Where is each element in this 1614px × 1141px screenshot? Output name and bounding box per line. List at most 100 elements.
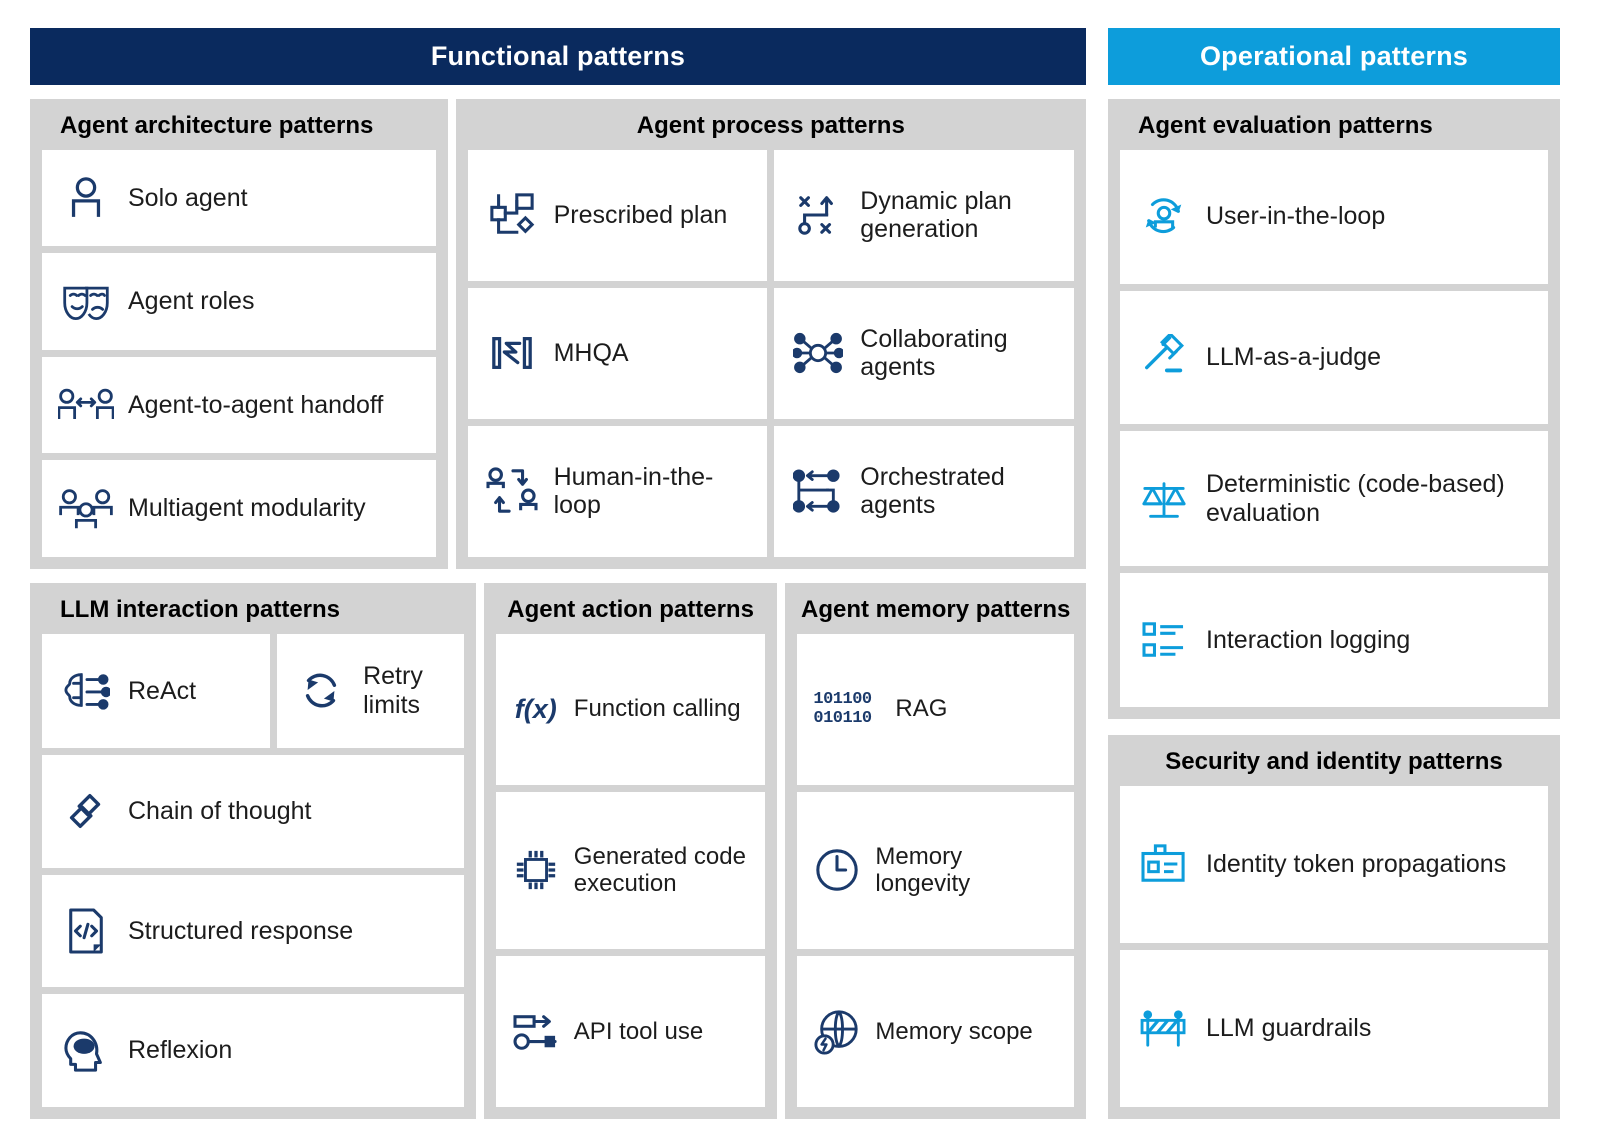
card-memory-scope[interactable]: Memory scope xyxy=(797,956,1074,1107)
brackets-zigzag-icon xyxy=(484,325,540,381)
process-row-3: Human-in-the-loop xyxy=(467,425,1074,558)
card-label: Interaction logging xyxy=(1206,625,1411,654)
card-label: Solo agent xyxy=(128,183,248,212)
card-agent-to-agent-handoff[interactable]: Agent-to-agent handoff xyxy=(42,356,436,454)
panel-body-agent-architecture: Solo agent xyxy=(42,149,436,557)
barrier-icon xyxy=(1136,1000,1192,1056)
network-nodes-icon xyxy=(790,325,846,381)
card-label: Structured response xyxy=(128,916,354,945)
panel-body-agent-memory: 101100 010110 RAG Memory longevity xyxy=(797,633,1074,1107)
panel-agent-evaluation: Agent evaluation patterns User-in-the-lo… xyxy=(1108,99,1560,719)
panel-agent-process: Agent process patterns xyxy=(455,99,1086,569)
binary-digits-icon: 101100 010110 xyxy=(813,685,881,733)
card-label: RAG xyxy=(895,695,948,723)
card-prescribed-plan[interactable]: Prescribed plan xyxy=(467,149,768,281)
fx-icon: f(x) xyxy=(512,685,560,733)
scales-balance-icon xyxy=(1136,471,1192,527)
panel-body-llm-interaction: ReAct Retry limits xyxy=(42,633,464,1107)
card-generated-code-execution[interactable]: Generated code execution xyxy=(495,791,766,950)
person-icon xyxy=(58,170,114,226)
card-function-calling[interactable]: f(x) Function calling xyxy=(495,633,766,785)
card-dynamic-plan-generation[interactable]: Dynamic plan generation xyxy=(774,149,1074,281)
orchestration-nodes-icon xyxy=(790,463,846,519)
flowchart-icon xyxy=(484,187,540,243)
card-label: Chain of thought xyxy=(128,796,312,825)
card-solo-agent[interactable]: Solo agent xyxy=(42,149,436,247)
panel-title-agent-action: Agent action patterns xyxy=(507,596,754,623)
two-people-exchange-icon xyxy=(58,377,114,433)
panel-title-security-identity: Security and identity patterns xyxy=(1165,748,1503,775)
card-agent-roles[interactable]: Agent roles xyxy=(42,253,436,350)
three-people-icon xyxy=(58,481,114,537)
card-label: API tool use xyxy=(573,1017,704,1045)
card-reflexion[interactable]: Reflexion xyxy=(42,994,464,1107)
branching-arrow-icon xyxy=(790,187,846,243)
card-label: Multiagent modularity xyxy=(128,494,366,523)
chain-link-icon xyxy=(58,783,114,839)
functional-top-row: Agent architecture patterns Solo agent xyxy=(30,99,1086,569)
refresh-cycle-icon xyxy=(293,663,349,719)
card-label: Function calling xyxy=(573,695,741,723)
card-human-in-the-loop[interactable]: Human-in-the-loop xyxy=(467,425,768,558)
panel-agent-memory: Agent memory patterns 101100 010110 RAG xyxy=(785,583,1086,1119)
panel-body-agent-evaluation: User-in-the-loop LLM-as-a-judge xyxy=(1120,149,1548,707)
functional-bottom-row: LLM interaction patterns xyxy=(30,583,1086,1119)
panel-title-agent-architecture: Agent architecture patterns xyxy=(60,112,374,139)
theater-masks-icon xyxy=(58,274,114,330)
card-label: Orchestrated agents xyxy=(860,462,1005,520)
card-structured-response[interactable]: Structured response xyxy=(42,874,464,988)
card-collaborating-agents[interactable]: Collaborating agents xyxy=(774,287,1074,419)
llm-row-1: ReAct Retry limits xyxy=(42,633,464,749)
functional-column: Functional patterns Agent architecture p… xyxy=(30,28,1086,1119)
card-label: Deterministic (code-based) evaluation xyxy=(1206,470,1505,527)
card-rag[interactable]: 101100 010110 RAG xyxy=(797,633,1074,785)
list-log-icon xyxy=(1136,612,1192,668)
card-multiagent-modularity[interactable]: Multiagent modularity xyxy=(42,460,436,557)
panel-title-agent-evaluation: Agent evaluation patterns xyxy=(1138,112,1433,139)
panel-security-identity: Security and identity patterns Identity … xyxy=(1108,735,1560,1119)
card-api-tool-use[interactable]: API tool use xyxy=(495,956,766,1107)
panel-title-llm-interaction: LLM interaction patterns xyxy=(60,596,341,623)
gavel-icon xyxy=(1136,329,1192,385)
card-identity-token-propagations[interactable]: Identity token propagations xyxy=(1120,785,1548,943)
card-chain-of-thought[interactable]: Chain of thought xyxy=(42,755,464,868)
card-user-in-the-loop[interactable]: User-in-the-loop xyxy=(1120,149,1548,284)
globe-bolt-icon xyxy=(813,1008,861,1056)
card-label: Retry limits xyxy=(363,662,423,719)
panel-body-security-identity: Identity token propagations LLM guardrai… xyxy=(1120,785,1548,1107)
card-llm-as-a-judge[interactable]: LLM-as-a-judge xyxy=(1120,290,1548,425)
card-label: Human-in-the-loop xyxy=(553,462,714,520)
process-row-2: MHQA xyxy=(467,287,1074,419)
card-retry-limits[interactable]: Retry limits xyxy=(277,633,464,749)
code-document-icon xyxy=(58,903,114,959)
card-label: Dynamic plan generation xyxy=(860,186,1012,244)
panel-body-agent-action: f(x) Function calling xyxy=(495,633,766,1107)
process-row-1: Prescribed plan Dyna xyxy=(467,149,1074,281)
card-label: User-in-the-loop xyxy=(1206,202,1386,231)
head-brain-icon xyxy=(58,1023,114,1079)
card-interaction-logging[interactable]: Interaction logging xyxy=(1120,573,1548,707)
card-deterministic-evaluation[interactable]: Deterministic (code-based) evaluation xyxy=(1120,431,1548,567)
panel-title-agent-memory: Agent memory patterns xyxy=(801,596,1071,623)
brain-circuit-icon xyxy=(58,663,114,719)
panel-agent-action: Agent action patterns f(x) Function call… xyxy=(483,583,778,1119)
card-label: Collaborating agents xyxy=(860,324,1008,382)
card-label: LLM-as-a-judge xyxy=(1206,342,1382,371)
panel-body-agent-process: Prescribed plan Dyna xyxy=(467,149,1074,558)
card-mhqa[interactable]: MHQA xyxy=(467,287,768,419)
card-label: Agent-to-agent handoff xyxy=(128,390,384,419)
panel-title-agent-process: Agent process patterns xyxy=(636,112,905,139)
card-react[interactable]: ReAct xyxy=(42,633,271,749)
card-label: Reflexion xyxy=(128,1036,233,1065)
card-orchestrated-agents[interactable]: Orchestrated agents xyxy=(774,425,1074,558)
card-memory-longevity[interactable]: Memory longevity xyxy=(797,791,1074,950)
card-label: Agent roles xyxy=(128,287,255,316)
fx-text: f(x) xyxy=(514,693,557,724)
card-llm-guardrails[interactable]: LLM guardrails xyxy=(1120,949,1548,1107)
people-loop-arrows-icon xyxy=(484,463,540,519)
panel-agent-architecture: Agent architecture patterns Solo agent xyxy=(30,99,448,569)
binary-top-text: 101100 xyxy=(813,690,872,710)
binary-bottom-text: 010110 xyxy=(813,709,872,729)
id-badge-icon xyxy=(1136,836,1192,892)
